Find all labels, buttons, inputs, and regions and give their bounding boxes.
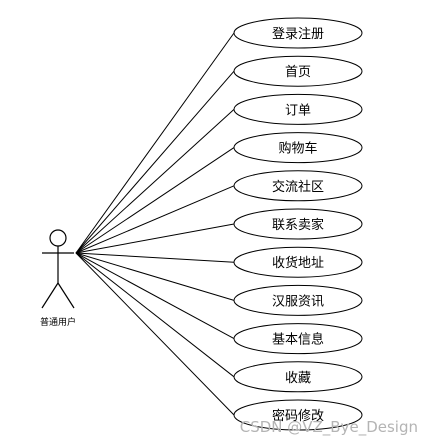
association-line (75, 109, 235, 254)
use-case-ellipse (233, 399, 363, 431)
association-line (75, 223, 235, 254)
use-case: 订单 (233, 93, 363, 125)
use-case-ellipse (233, 284, 363, 316)
actor-figure: 普通用户 (40, 229, 76, 328)
actor-left-leg (41, 282, 59, 309)
use-case-label: 汉服资讯 (272, 294, 324, 309)
use-case: 联系卖家 (233, 208, 363, 240)
actor-right-leg (57, 282, 75, 309)
use-case-label: 首页 (285, 65, 311, 80)
use-case-ellipse (233, 208, 363, 240)
use-case-ellipse (233, 361, 363, 393)
use-case-label: 收货地址 (272, 255, 324, 271)
use-case: 登录注册 (233, 17, 363, 49)
use-case-label: 收藏 (285, 371, 311, 386)
use-case-ellipse (233, 323, 363, 355)
use-case: 密码修改 (233, 399, 363, 431)
association-line (75, 147, 235, 254)
watermark-text: CSDN @VZ_Bye_Design (240, 418, 418, 437)
use-case-label: 密码修改 (272, 408, 324, 424)
use-case-ellipse (233, 246, 363, 278)
use-case-ellipse (233, 55, 363, 87)
association-lines (75, 32, 235, 416)
use-case: 收藏 (233, 361, 363, 393)
use-case: 交流社区 (233, 170, 363, 202)
use-case-label: 购物车 (278, 141, 317, 157)
association-line (75, 185, 235, 254)
association-line (75, 70, 235, 254)
association-line (75, 252, 235, 378)
use-case-label: 登录注册 (272, 27, 324, 42)
use-case: 首页 (233, 55, 363, 87)
use-case: 购物车 (233, 132, 363, 164)
use-case-ellipse (233, 132, 363, 164)
use-case: 基本信息 (233, 323, 363, 355)
actor-head (49, 229, 67, 247)
association-line (75, 252, 235, 301)
association-line (75, 252, 235, 340)
use-case-label: 基本信息 (272, 332, 324, 348)
use-case-ellipse (233, 93, 363, 125)
actor-label: 普通用户 (40, 316, 76, 328)
use-case: 收货地址 (233, 246, 363, 278)
association-line (75, 252, 235, 416)
use-case-ellipse (233, 17, 363, 49)
association-line (75, 252, 235, 263)
use-case-ellipse (233, 170, 363, 202)
association-line (75, 32, 235, 254)
use-case-label: 订单 (285, 103, 311, 118)
use-case-label: 联系卖家 (272, 217, 324, 233)
use-case-label: 交流社区 (272, 179, 324, 195)
use-case: 汉服资讯 (233, 284, 363, 316)
